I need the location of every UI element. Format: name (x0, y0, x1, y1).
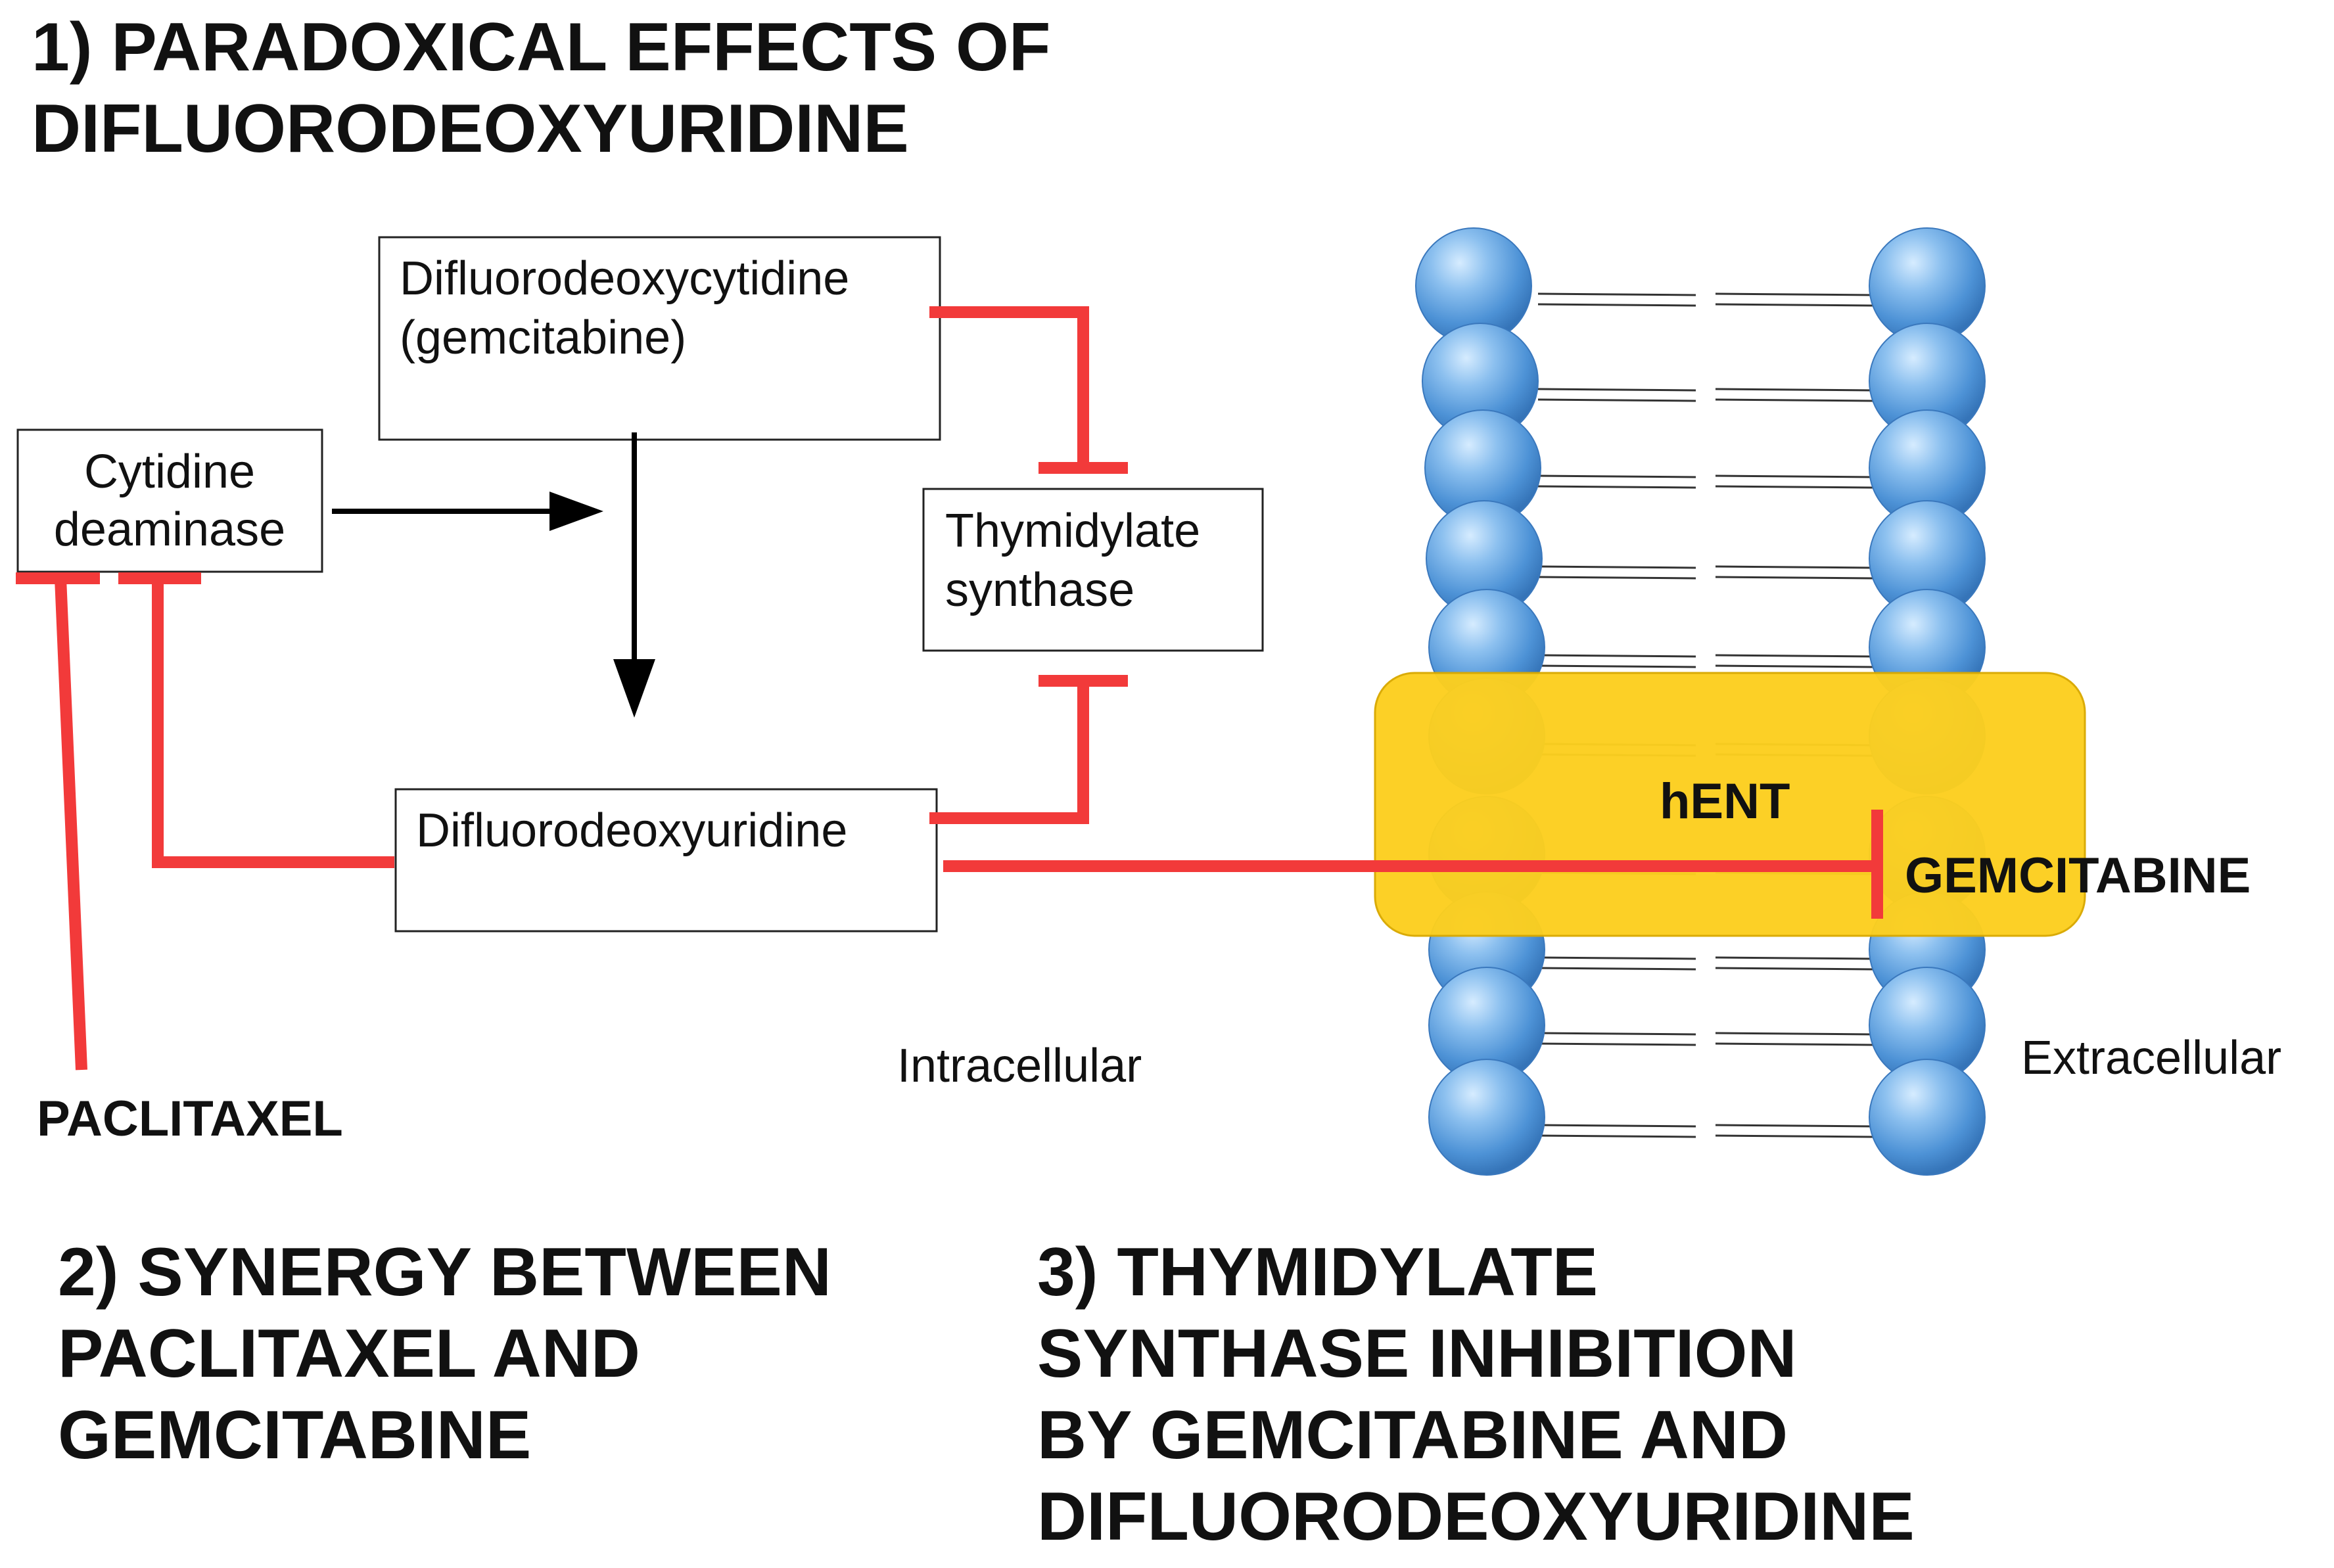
arrow-deaminase-to-conversion (332, 492, 603, 531)
node-cytidine-deaminase: Cytidine deaminase (16, 428, 323, 573)
heading-synergy: 2) SYNERGY BETWEEN PACLITAXEL AND GEMCIT… (58, 1234, 831, 1473)
heading-paradoxical-effects: 1) PARADOXICAL EFFECTS OF DIFLUORODEOXYU… (32, 9, 1051, 167)
inhibition-paclitaxel-deaminase (16, 572, 100, 1071)
paclitaxel-label: PACLITAXEL (37, 1091, 343, 1147)
lipid-tail-pair (1537, 474, 1874, 489)
lipid-tail-pair (1537, 1032, 1874, 1046)
inhibition-dfdu-gemcitabine-transport (943, 810, 1883, 919)
node-difluorodeoxyuridine: Difluorodeoxyuridine (394, 788, 938, 933)
lipid-tail-pair (1537, 565, 1874, 580)
lipid-tail-pair (1537, 654, 1874, 668)
intracellular-label: Intracellular (897, 1040, 1142, 1092)
lipid-head-right (1869, 1059, 1986, 1176)
node-gemcitabine-line1: Difluorodeoxycytidine (400, 252, 849, 305)
heading-ts-inhibition: 3) THYMIDYLATE SYNTHASE INHIBITION BY GE… (1037, 1234, 1915, 1555)
node-thymidylate-synthase-line1: Thymidylate (945, 505, 1200, 557)
extracellular-label: Extracellular (2021, 1032, 2281, 1084)
node-thymidylate-synthase-line2: synthase (945, 564, 1134, 616)
node-gemcitabine: Difluorodeoxycytidine (gemcitabine) (378, 236, 941, 441)
inhibition-dfdu-ts (929, 675, 1128, 824)
lipid-tail-pair (1537, 388, 1874, 402)
node-gemcitabine-line2: (gemcitabine) (400, 311, 686, 364)
inhibition-gemcitabine-ts (929, 306, 1128, 474)
arrow-gemcitabine-to-dfdu (613, 432, 655, 718)
lipid-tail-pair (1537, 1124, 1874, 1138)
node-cytidine-deaminase-line1: Cytidine (84, 446, 255, 498)
lipid-head-left (1428, 1059, 1545, 1176)
hent-label: hENT (1660, 773, 1790, 829)
node-difluorodeoxyuridine-line1: Difluorodeoxyuridine (416, 804, 847, 857)
gemcitabine-extracellular-label: GEMCITABINE (1905, 848, 2251, 904)
lipid-tail-pair (1537, 292, 1874, 307)
inhibition-dfdu-deaminase (118, 572, 394, 868)
node-thymidylate-synthase: Thymidylate synthase (922, 488, 1264, 652)
lipid-tail-pair (1537, 956, 1874, 971)
node-cytidine-deaminase-line2: deaminase (54, 503, 285, 556)
